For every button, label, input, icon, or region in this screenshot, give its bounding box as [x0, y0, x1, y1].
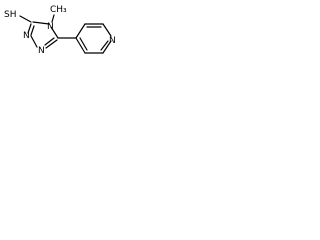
bond-py-3 — [102, 23, 112, 37]
bond-n1-n2 — [30, 35, 38, 48]
atom-label-n-ring-a: N — [23, 31, 30, 41]
bond-py-6 — [75, 37, 86, 54]
bond-c3-n4 — [32, 21, 50, 25]
bond-n4-c5 — [50, 26, 59, 39]
bond-py-4 — [102, 40, 112, 54]
atom-label-methyl: CH₃ — [50, 5, 67, 15]
atom-label-n-ring-b: N — [38, 46, 45, 56]
bond-n4-methyl — [51, 14, 55, 23]
bond-c3-s — [19, 15, 32, 23]
bond-py-4-double — [100, 40, 109, 51]
bond-py-1 — [75, 23, 86, 39]
bond-n2-c3-double — [30, 25, 35, 36]
structure-diagram: SH N CH₃ N N N — [4, 5, 116, 56]
atom-label-n-methyl: N — [47, 22, 54, 32]
bond-c5-n1-double — [44, 37, 55, 46]
bond-n2-c3 — [27, 23, 32, 34]
bond-c5-n1 — [45, 39, 58, 49]
bond-py-6-double — [79, 37, 88, 51]
atom-label-n-pyridine: N — [109, 36, 116, 46]
atom-label-sh: SH — [4, 10, 16, 20]
